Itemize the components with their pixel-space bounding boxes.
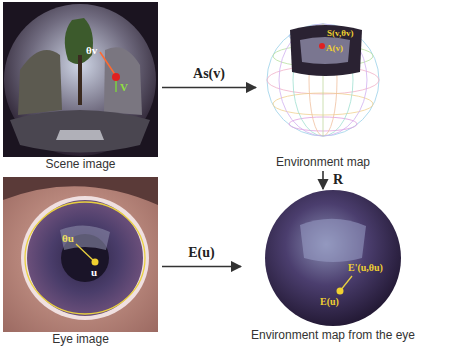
image-annotation: S(v,θv) — [327, 29, 353, 39]
edge-label: R — [331, 172, 345, 188]
scene-photo — [3, 2, 158, 157]
image-annotation: θv — [86, 44, 97, 56]
image-annotation: E'(u,θu) — [348, 262, 383, 273]
arrow-connector — [322, 171, 324, 189]
arrow-connector — [162, 266, 241, 268]
image-caption: Scene image — [3, 157, 158, 172]
edge-label: E(u) — [186, 245, 216, 261]
image-annotation: u — [91, 266, 97, 278]
image-annotation: E(u) — [320, 296, 339, 307]
image-annotation: θu — [62, 232, 74, 244]
image-annotation: V — [120, 81, 128, 93]
image-panel: Environment map from the eye — [243, 190, 423, 343]
image-panel: Environment map — [258, 5, 388, 170]
image-panel: Scene image — [3, 2, 158, 172]
eye-map — [265, 190, 401, 326]
edge-label: As(v) — [191, 66, 227, 82]
image-panel: Eye image — [3, 177, 158, 347]
image-caption: Environment map from the eye — [243, 328, 423, 343]
image-caption: Eye image — [3, 332, 158, 347]
image-caption: Environment map — [258, 155, 388, 170]
arrow-connector — [162, 87, 256, 89]
sphere-map — [267, 24, 379, 136]
eye-photo — [3, 177, 158, 332]
image-annotation: A(v) — [326, 44, 343, 54]
